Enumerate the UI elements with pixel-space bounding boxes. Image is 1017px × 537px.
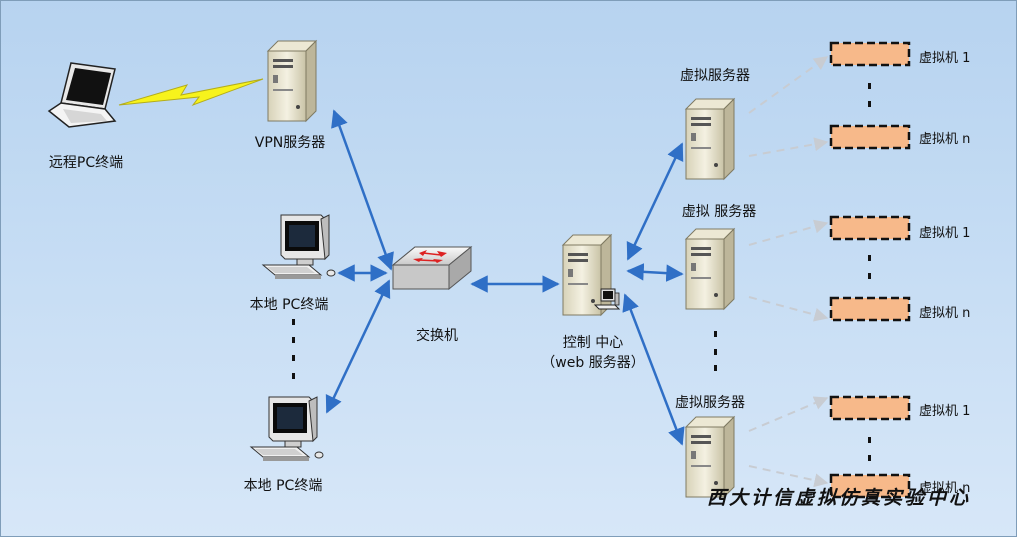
footer-title: 西大计信虚拟仿真实验中心 xyxy=(707,487,972,509)
vpn-server-label: VPN服务器 xyxy=(254,135,326,151)
local-pc-2-label: 本地 PC终端 xyxy=(243,478,323,494)
vm-box-g2-first xyxy=(829,215,911,241)
vm-g3-first-label: 虚拟机 1 xyxy=(919,404,971,419)
vm-box-g3-first xyxy=(829,395,911,421)
vm-g2-last-label: 虚拟机 n xyxy=(919,306,971,321)
virtual-server-2-label: 虚拟 服务器 xyxy=(681,204,757,220)
virtual-server-1-label: 虚拟服务器 xyxy=(680,68,750,84)
laptop-icon xyxy=(47,62,117,128)
switch-icon xyxy=(391,245,473,291)
vpn-server-icon xyxy=(267,40,317,122)
vm-g2-first-label: 虚拟机 1 xyxy=(919,226,971,241)
vm-box-g2-last xyxy=(829,296,911,322)
control-center-server-icon xyxy=(562,234,612,316)
link-control-vs1 xyxy=(626,142,684,261)
vm-box-g3-last xyxy=(829,473,911,499)
control-center-label: 控制 中心 xyxy=(562,335,624,351)
local-pc-1-label: 本地 PC终端 xyxy=(249,297,329,313)
virtual-server-3-label: 虚拟服务器 xyxy=(675,395,745,411)
control-center-sublabel: （web 服务器） xyxy=(541,355,645,371)
vm-g1-last-label: 虚拟机 n xyxy=(919,132,971,147)
link-control-vs2 xyxy=(626,263,684,282)
control-center-pc-icon xyxy=(593,288,621,310)
vm-boxes xyxy=(829,41,911,499)
link-control-vs3 xyxy=(622,293,685,446)
remote-pc-label: 远程PC终端 xyxy=(48,155,124,171)
vm-g3-last-label: 虚拟机 n xyxy=(919,481,971,496)
link-switch-localpc2 xyxy=(325,279,391,414)
vm-box-g1-first xyxy=(829,41,911,67)
switch-label: 交换机 xyxy=(416,328,458,344)
connections xyxy=(325,109,685,446)
vm-ellipsis-dots xyxy=(868,83,871,461)
vm-box-g1-last xyxy=(829,124,911,150)
vm-connections xyxy=(748,56,829,488)
virtual-server-2-icon xyxy=(685,228,735,310)
vm-g1-first-label: 虚拟机 1 xyxy=(919,51,971,66)
wireless-lightning-icon xyxy=(118,78,264,107)
ellipsis-dots-local xyxy=(292,319,295,379)
local-pc-2-icon xyxy=(250,396,324,462)
local-pc-1-icon xyxy=(262,214,336,280)
virtual-server-1-icon xyxy=(685,98,735,180)
ellipsis-dots-servers xyxy=(714,331,717,371)
link-switch-vpn xyxy=(331,109,394,271)
